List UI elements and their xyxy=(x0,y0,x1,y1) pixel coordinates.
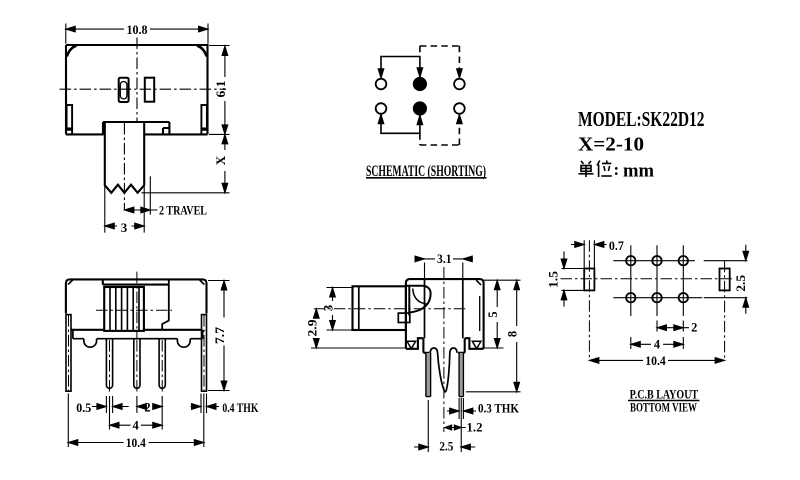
svg-text::: : xyxy=(614,160,620,179)
svg-text:8: 8 xyxy=(506,331,520,337)
svg-text:MODEL:SK22D12: MODEL:SK22D12 xyxy=(578,107,705,131)
svg-text:SCHEMATIC (SHORTING): SCHEMATIC (SHORTING) xyxy=(366,163,486,180)
svg-text:2.9: 2.9 xyxy=(305,320,319,337)
svg-text:1.5: 1.5 xyxy=(547,271,561,288)
svg-text:4: 4 xyxy=(132,419,139,433)
svg-text:0.7: 0.7 xyxy=(609,239,624,253)
svg-text:0.5: 0.5 xyxy=(76,401,91,415)
svg-text:X: X xyxy=(213,155,228,165)
svg-text:10.4: 10.4 xyxy=(126,435,146,450)
svg-text:3: 3 xyxy=(322,305,336,311)
svg-text:0.3 THK: 0.3 THK xyxy=(478,401,519,415)
svg-text:P.C.B LAYOUT: P.C.B LAYOUT xyxy=(630,387,699,401)
svg-text:2: 2 xyxy=(144,400,150,414)
svg-text:2.5: 2.5 xyxy=(439,440,453,454)
svg-text:10.4: 10.4 xyxy=(645,353,666,368)
svg-text:3.1: 3.1 xyxy=(437,252,452,266)
svg-text:X=2-10: X=2-10 xyxy=(578,134,644,156)
svg-text:2.5: 2.5 xyxy=(734,275,748,292)
svg-text:5: 5 xyxy=(486,311,500,317)
svg-text:BOTTOM VIEW: BOTTOM VIEW xyxy=(630,400,697,414)
svg-text:0.4 THK: 0.4 THK xyxy=(222,401,258,415)
svg-text:2 TRAVEL: 2 TRAVEL xyxy=(159,202,207,217)
svg-text:10.8: 10.8 xyxy=(127,22,148,37)
svg-text:6.1: 6.1 xyxy=(213,81,228,98)
svg-text:4: 4 xyxy=(654,338,661,352)
svg-text:2: 2 xyxy=(691,321,697,335)
svg-text:mm: mm xyxy=(623,161,654,182)
svg-text:1.2: 1.2 xyxy=(467,421,483,435)
svg-text:3: 3 xyxy=(121,220,128,235)
svg-text:7.7: 7.7 xyxy=(212,326,227,344)
